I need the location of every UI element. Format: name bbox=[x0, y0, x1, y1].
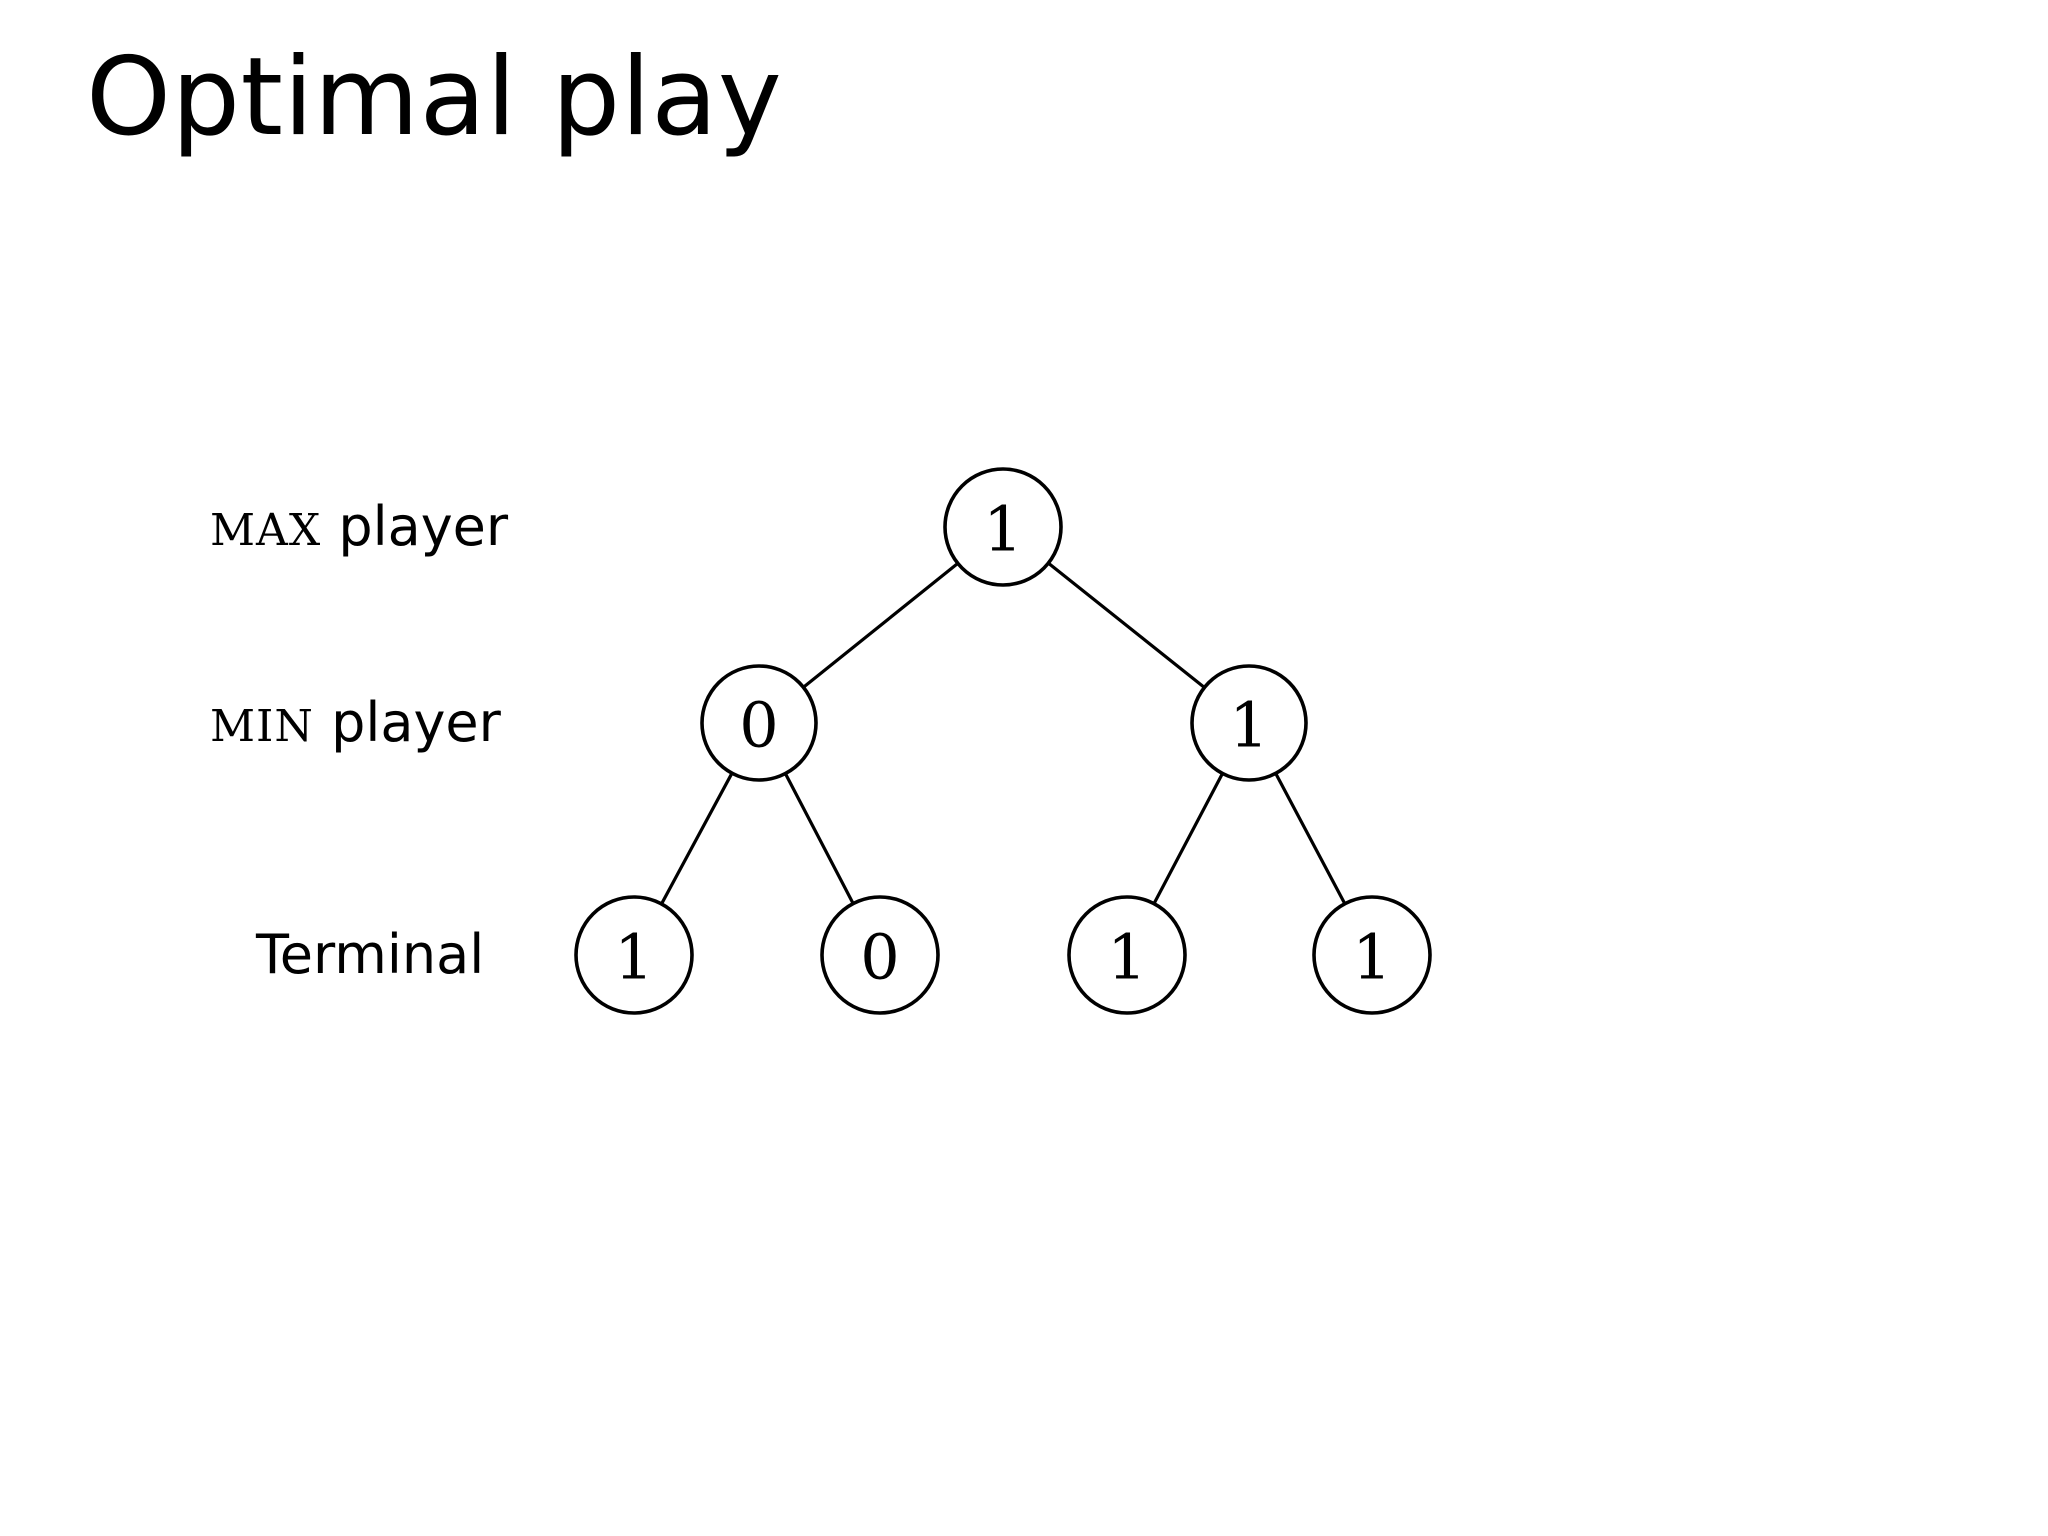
node-circle bbox=[574, 895, 694, 1015]
row-label-min-smallcaps: MIN bbox=[210, 701, 314, 752]
tree-edge bbox=[1274, 771, 1347, 906]
node-circle bbox=[1312, 895, 1432, 1015]
tree-edge bbox=[801, 561, 960, 689]
tree-edge bbox=[1046, 561, 1207, 690]
node-value-label: 1 bbox=[1107, 921, 1146, 994]
node-value-label: 1 bbox=[983, 493, 1022, 566]
row-label-min-player: MIN player bbox=[210, 696, 501, 750]
row-label-max-smallcaps: MAX bbox=[210, 505, 322, 556]
tree-node-root: 1 bbox=[943, 467, 1063, 587]
tree-edge bbox=[783, 771, 855, 906]
tree-edge bbox=[659, 771, 734, 906]
node-value-label: 1 bbox=[1229, 689, 1268, 762]
tree-node-min-left: 0 bbox=[700, 664, 818, 782]
row-label-terminal-plain: Terminal bbox=[256, 923, 485, 986]
node-value-label: 0 bbox=[739, 689, 778, 762]
node-value-label: 0 bbox=[860, 921, 899, 994]
row-label-min-plain: player bbox=[313, 691, 501, 754]
node-circle bbox=[1190, 664, 1308, 782]
tree-node-leaf-1: 1 bbox=[574, 895, 694, 1015]
tree-node-leaf-2: 0 bbox=[820, 895, 940, 1015]
tree-node-min-right: 1 bbox=[1190, 664, 1308, 782]
node-value-label: 1 bbox=[614, 921, 653, 994]
node-value-label: 1 bbox=[1352, 921, 1391, 994]
tree-edges bbox=[659, 561, 1347, 906]
node-circle bbox=[943, 467, 1063, 587]
row-label-max-player: MAX player bbox=[210, 500, 508, 554]
row-label-max-plain: player bbox=[321, 495, 509, 558]
node-circle bbox=[700, 664, 818, 782]
tree-node-leaf-3: 1 bbox=[1067, 895, 1187, 1015]
tree-nodes: 1 0 1 1 0 1 1 bbox=[574, 467, 1432, 1015]
tree-node-leaf-4: 1 bbox=[1312, 895, 1432, 1015]
page-title: Optimal play bbox=[86, 35, 783, 160]
node-circle bbox=[1067, 895, 1187, 1015]
row-label-terminal: Terminal bbox=[256, 928, 484, 982]
node-circle bbox=[820, 895, 940, 1015]
tree-edge bbox=[1152, 771, 1225, 906]
